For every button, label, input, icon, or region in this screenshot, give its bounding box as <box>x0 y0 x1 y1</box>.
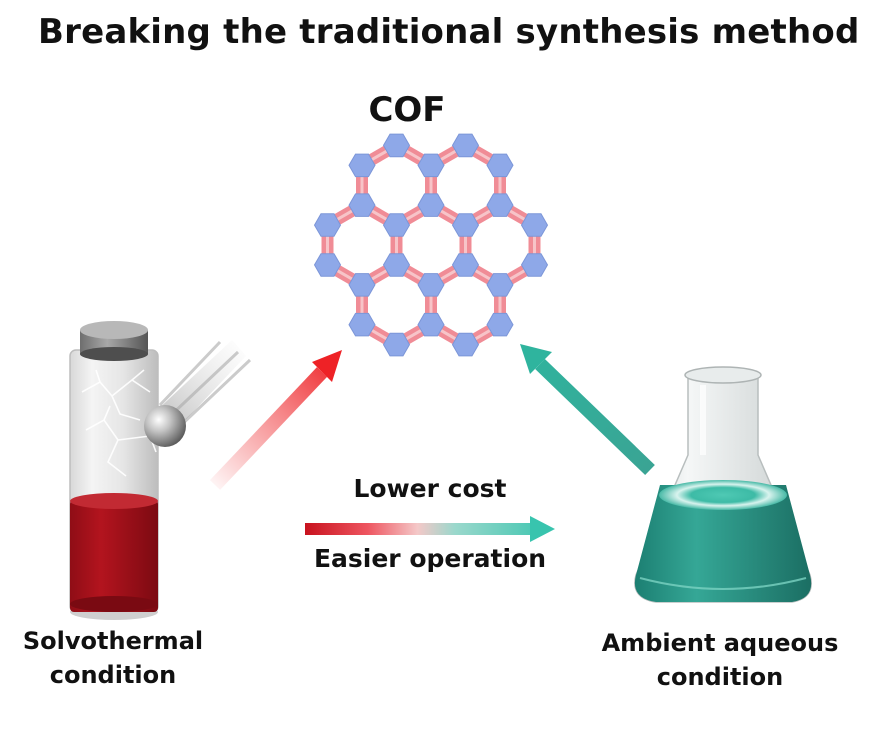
ambient-caption-line1: Ambient aqueous <box>601 629 839 657</box>
erlenmeyer-flask-icon <box>634 366 812 603</box>
cof-node <box>451 213 480 237</box>
cof-node <box>382 133 411 158</box>
cof-node <box>486 193 514 217</box>
lower-cost-label: Lower cost <box>353 474 507 503</box>
solvothermal-caption-line1: Solvothermal <box>22 627 204 655</box>
cof-node <box>348 273 376 297</box>
cof-node <box>382 332 411 357</box>
cof-node <box>417 193 445 217</box>
cof-node <box>417 153 445 178</box>
teal-arrow <box>520 344 655 476</box>
solvothermal-caption: Solvothermal condition <box>0 624 226 692</box>
ambient-caption: Ambient aqueous condition <box>590 626 850 694</box>
solvothermal-vial-icon <box>69 321 252 620</box>
cof-node <box>486 153 514 178</box>
comparison-arrow <box>305 516 555 542</box>
solvothermal-caption-line2: condition <box>49 661 177 689</box>
cof-node <box>451 332 480 357</box>
cof-node <box>348 153 376 178</box>
red-arrow <box>209 350 342 490</box>
cof-node <box>313 253 342 277</box>
cof-node <box>348 193 376 217</box>
cof-node <box>417 273 445 297</box>
cof-node <box>417 312 445 337</box>
cof-node <box>486 312 514 337</box>
cof-node <box>451 253 480 277</box>
cof-node <box>486 273 514 297</box>
cof-node <box>348 312 376 337</box>
cof-node <box>382 253 411 277</box>
diagram-title: Breaking the traditional synthesis metho… <box>38 12 860 52</box>
ambient-caption-line2: condition <box>656 663 784 691</box>
cof-node <box>520 253 549 277</box>
cof-label: COF <box>368 90 446 130</box>
cof-node <box>520 213 549 237</box>
cof-node <box>313 213 342 237</box>
cof-node <box>382 213 411 237</box>
cof-node <box>451 133 480 158</box>
cof-framework <box>313 133 549 357</box>
easier-operation-label: Easier operation <box>313 544 547 573</box>
